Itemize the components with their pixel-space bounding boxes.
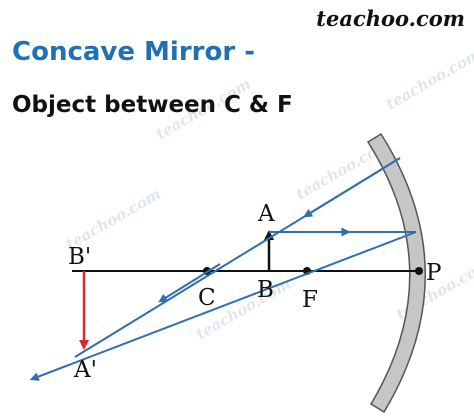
label-a: A [257, 201, 275, 227]
concave-mirror [366, 132, 426, 414]
ray-parallel [29, 227, 417, 381]
label-a-prime: A' [73, 357, 97, 383]
label-f: F [302, 287, 318, 313]
page-subtitle: Object between C & F [12, 92, 293, 118]
watermark-text: teachoo.com [383, 45, 474, 114]
label-c: C [198, 285, 216, 311]
label-p: P [426, 260, 441, 286]
ray-through-c [74, 157, 401, 358]
label-b-prime: B' [68, 244, 91, 270]
page-title: Concave Mirror - [12, 37, 255, 67]
brand-logo: teachoo.com [316, 6, 465, 31]
point-p [415, 267, 423, 275]
label-b: B [257, 277, 274, 303]
